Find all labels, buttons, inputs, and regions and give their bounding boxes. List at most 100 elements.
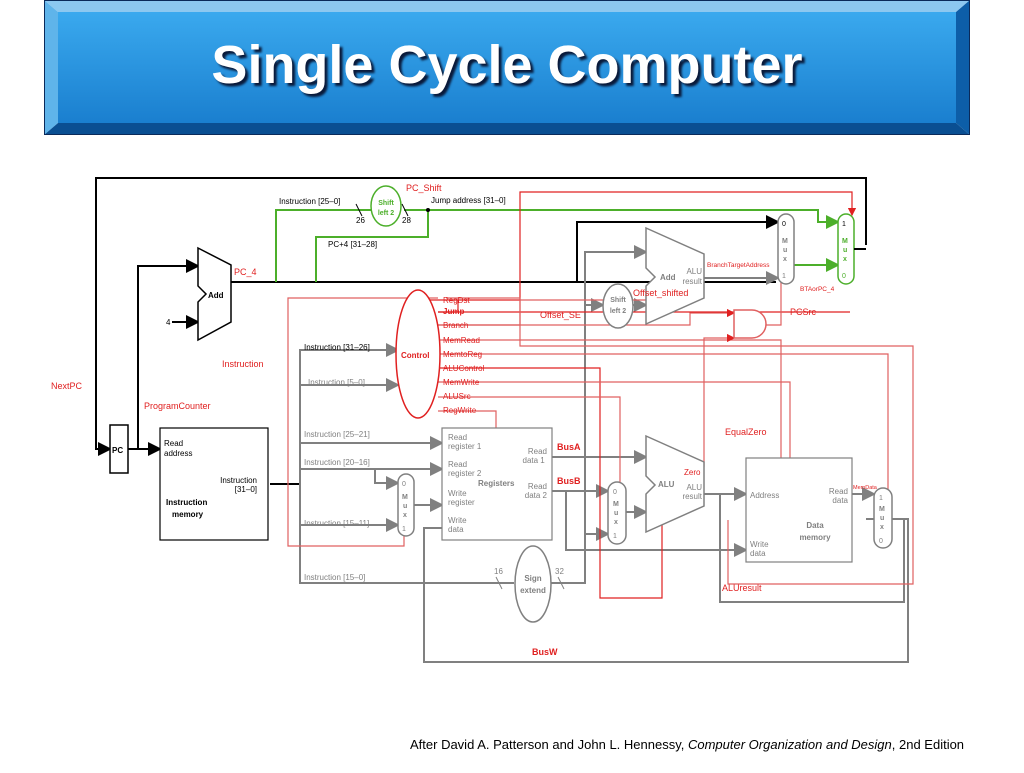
- svg-text:Address: Address: [750, 491, 779, 500]
- svg-text:Instruction [15–0]: Instruction [15–0]: [304, 573, 365, 582]
- svg-text:Instruction [15–11]: Instruction [15–11]: [304, 519, 369, 528]
- svg-text:ALUresult: ALUresult: [682, 483, 702, 501]
- svg-text:1: 1: [613, 533, 617, 540]
- svg-text:Offset_shifted: Offset_shifted: [633, 288, 688, 298]
- footer-prefix: After David A. Patterson and John L. Hen…: [410, 737, 688, 752]
- svg-text:PC_Shift: PC_Shift: [406, 183, 442, 193]
- svg-text:Instruction [31–26]: Instruction [31–26]: [304, 343, 370, 352]
- svg-text:Instruction[31–0]: Instruction[31–0]: [220, 476, 257, 494]
- svg-text:MemtoReg: MemtoReg: [443, 350, 482, 359]
- svg-text:RegWrite: RegWrite: [443, 406, 477, 415]
- svg-text:Jump: Jump: [443, 307, 464, 316]
- svg-text:Jump address [31–0]: Jump address [31–0]: [431, 196, 506, 205]
- add2-label: Add: [660, 273, 676, 282]
- svg-text:BusA: BusA: [557, 442, 581, 452]
- svg-text:Instruction [20–16]: Instruction [20–16]: [304, 458, 370, 467]
- footer-book-title: Computer Organization and Design: [687, 737, 892, 752]
- svg-text:Mux: Mux: [879, 506, 885, 531]
- pc-register: PC: [109, 424, 129, 474]
- svg-text:MemRead: MemRead: [443, 336, 480, 345]
- page-title: Single Cycle Computer: [211, 35, 803, 95]
- svg-text:32: 32: [555, 567, 564, 576]
- footer-suffix: , 2nd Edition: [891, 737, 965, 752]
- svg-text:28: 28: [402, 216, 411, 225]
- wire-labels: Instruction [25–0] 26 28 Jump address [3…: [279, 196, 564, 582]
- imem-read-label: Read: [164, 439, 183, 448]
- imem-instruction-label: Instruction: [220, 476, 257, 485]
- citation-footer: After David A. Patterson and John L. Hen…: [410, 737, 964, 752]
- green-wires: [275, 209, 840, 282]
- svg-text:ALUresult: ALUresult: [682, 267, 702, 286]
- zero-label: Zero: [684, 468, 701, 477]
- svg-text:ALUresult: ALUresult: [722, 583, 762, 593]
- svg-text:ProgramCounter: ProgramCounter: [144, 401, 211, 411]
- svg-text:RegDst: RegDst: [443, 296, 470, 305]
- svg-text:PC+4 [31–28]: PC+4 [31–28]: [328, 240, 377, 249]
- bus-slash-26: [355, 203, 363, 217]
- bus-slash-32: [557, 576, 565, 590]
- svg-text:1: 1: [842, 221, 846, 228]
- add1-label: Add: [208, 291, 224, 300]
- svg-text:ALUSrc: ALUSrc: [443, 392, 471, 401]
- svg-text:1: 1: [782, 273, 786, 280]
- svg-text:MemData: MemData: [853, 485, 878, 491]
- svg-text:16: 16: [494, 567, 503, 576]
- registers-label: Registers: [478, 479, 515, 488]
- svg-text:0: 0: [842, 273, 846, 280]
- control-label: Control: [401, 351, 429, 360]
- svg-text:Instruction [25–0]: Instruction [25–0]: [279, 197, 340, 206]
- svg-text:BTAorPC_4: BTAorPC_4: [800, 286, 835, 293]
- control-signal-labels: RegDst Jump Branch MemRead MemtoReg ALUC…: [443, 296, 485, 415]
- svg-text:BusW: BusW: [532, 647, 558, 657]
- svg-text:Instruction [5–0]: Instruction [5–0]: [308, 378, 365, 387]
- bus-slash-16: [495, 576, 503, 590]
- constant-four: 4: [166, 318, 171, 327]
- svg-text:PC_4: PC_4: [234, 267, 257, 277]
- alu-label: ALU: [658, 480, 675, 489]
- pc-label: PC: [112, 446, 123, 455]
- svg-text:Branch: Branch: [443, 321, 468, 330]
- junction-dot: [426, 208, 430, 212]
- svg-text:Mux: Mux: [613, 501, 619, 526]
- svg-text:Mux: Mux: [402, 494, 408, 519]
- svg-text:EqualZero: EqualZero: [725, 427, 767, 437]
- svg-text:Instruction [25–21]: Instruction [25–21]: [304, 430, 370, 439]
- svg-text:1: 1: [879, 495, 883, 502]
- pcsrc-and-gate: [733, 309, 767, 339]
- gray-wires: [299, 245, 909, 663]
- svg-text:0: 0: [782, 221, 786, 228]
- control-unit: Control: [395, 289, 441, 419]
- red-control-wires: [287, 191, 914, 599]
- svg-text:Instruction: Instruction: [222, 359, 264, 369]
- svg-text:ALUControl: ALUControl: [443, 364, 485, 373]
- svg-text:Mux: Mux: [782, 238, 788, 263]
- pc-adder: Add: [197, 246, 232, 342]
- title-banner: [44, 0, 970, 135]
- svg-text:NextPC: NextPC: [51, 381, 83, 391]
- bus-slash-28: [401, 203, 409, 217]
- svg-text:0: 0: [879, 538, 883, 545]
- svg-text:Mux: Mux: [842, 238, 848, 263]
